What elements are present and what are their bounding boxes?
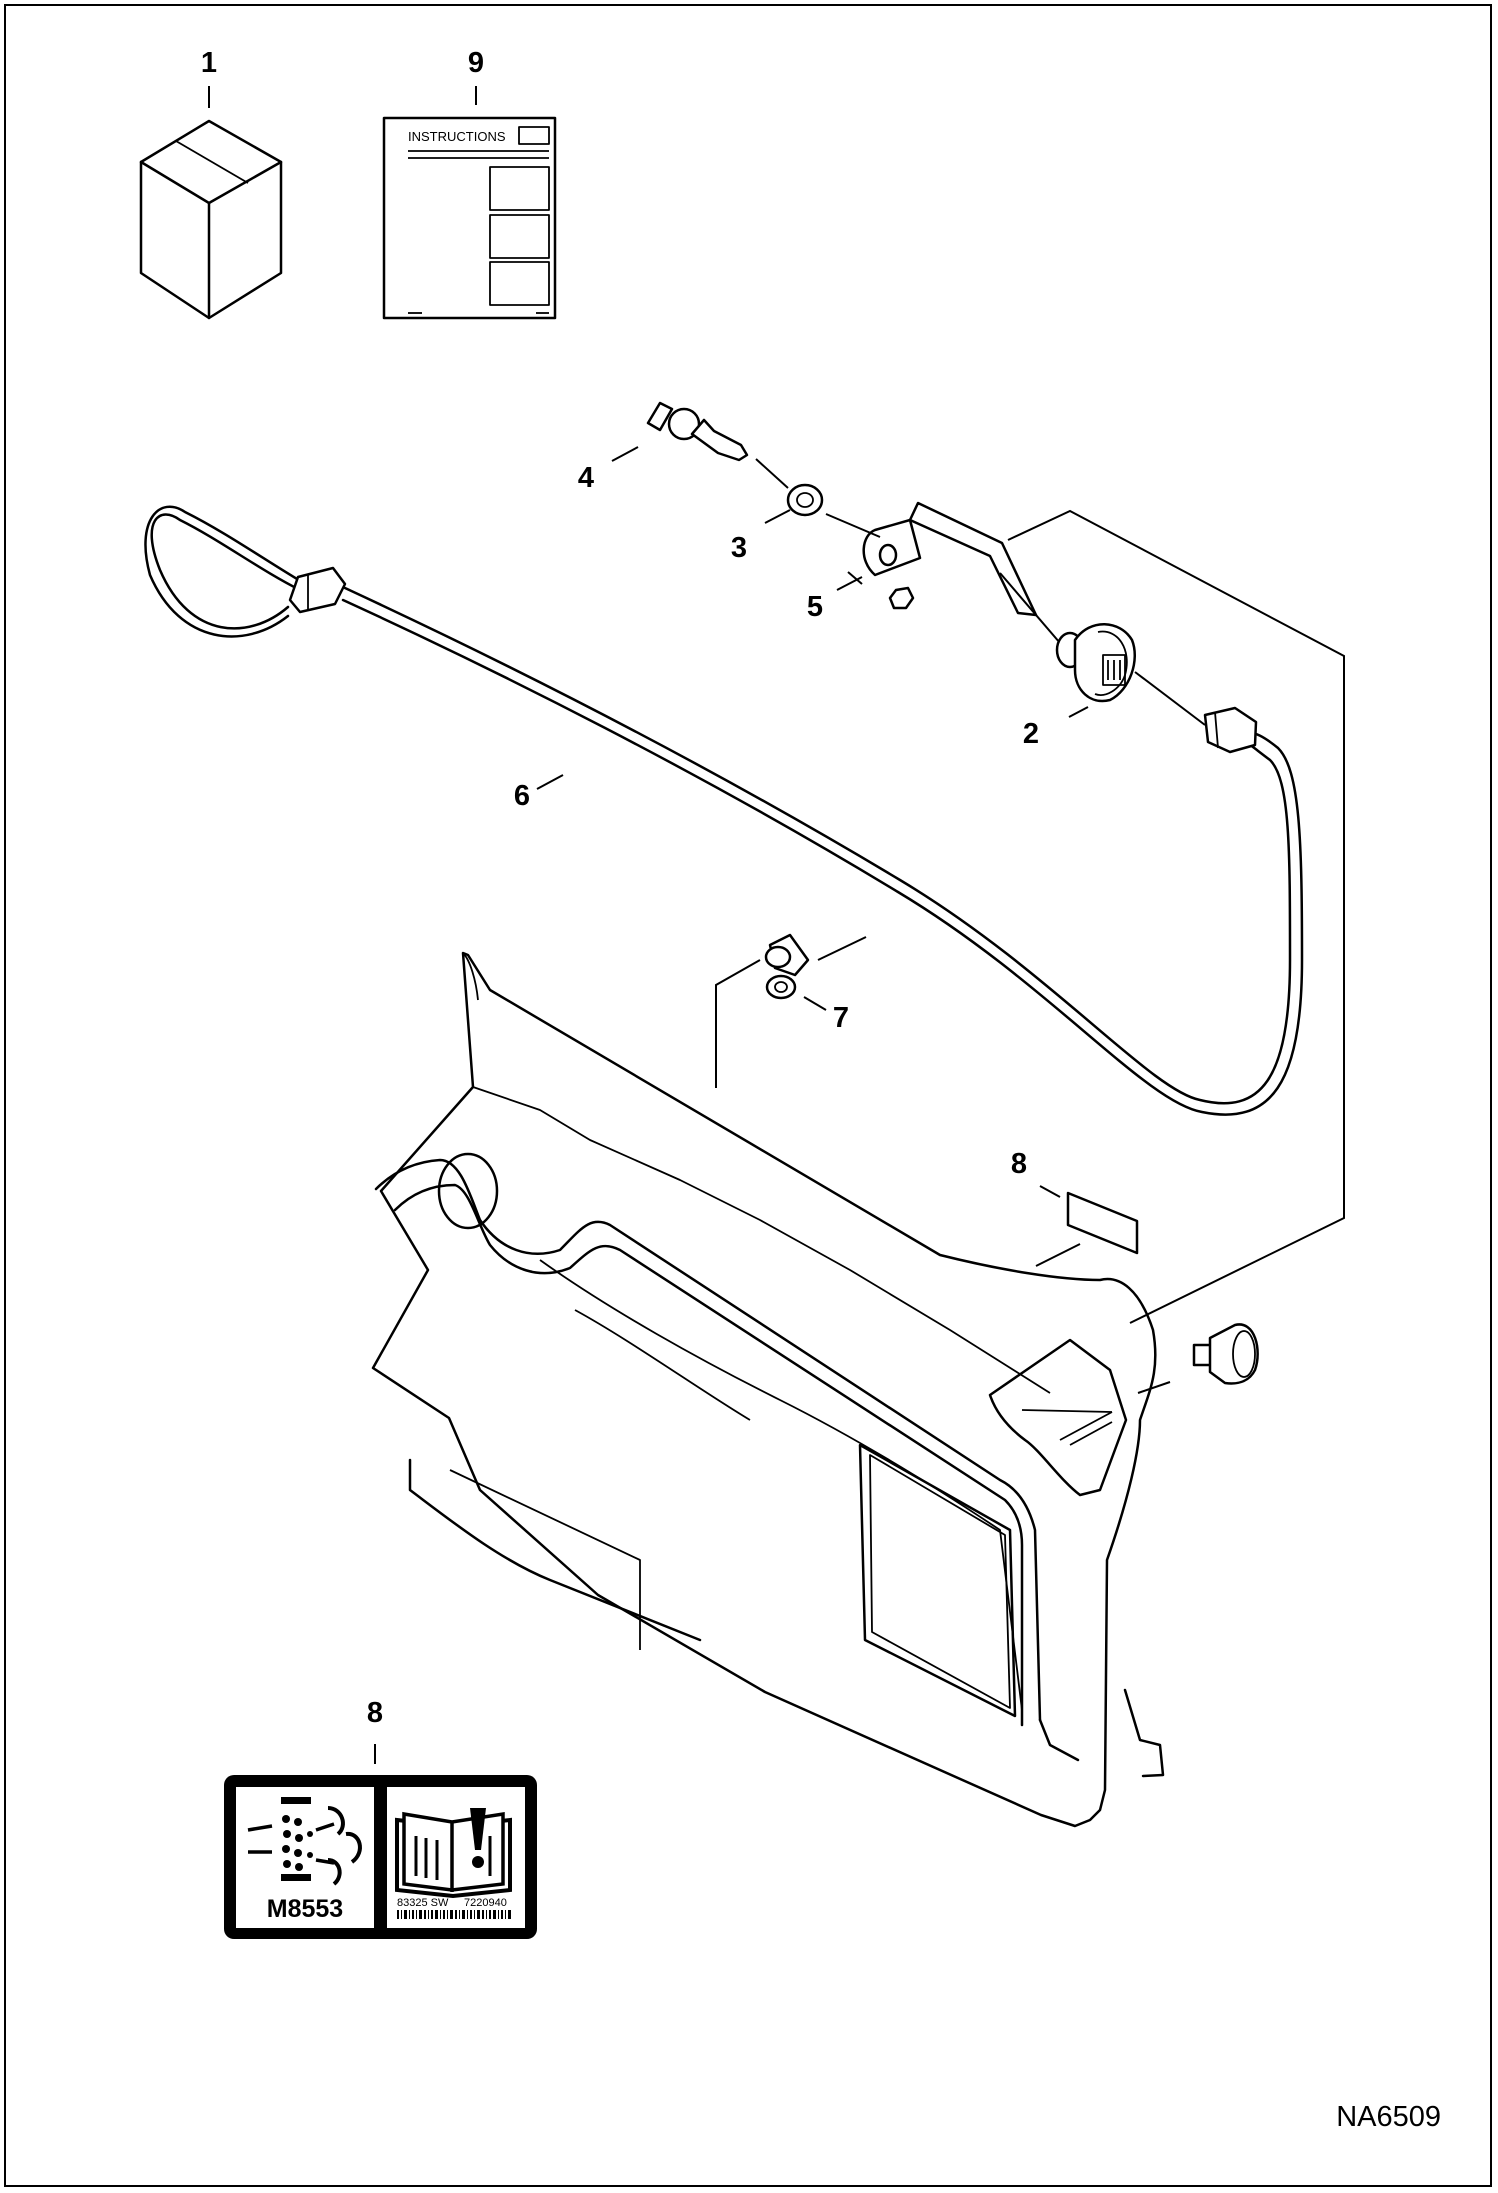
leader-6 [536, 774, 564, 790]
nut-icon [786, 483, 824, 517]
axis-harness [1134, 671, 1206, 726]
door-panel-icon [371, 951, 1165, 1828]
bumper-icon [1137, 1323, 1259, 1394]
callout-3: 3 [731, 532, 747, 564]
axis-7b [715, 959, 761, 1088]
axis-bumper [1137, 1381, 1171, 1394]
callout-7: 7 [833, 1002, 849, 1034]
manual-title: INSTRUCTIONS [408, 129, 506, 144]
leader-5 [836, 576, 863, 591]
wire-harness-icon [144, 505, 1304, 1116]
read-manual-warning-icon: 83325 SW 7220940 [395, 1808, 512, 1919]
axis-2 [999, 572, 1061, 644]
leader-7 [803, 996, 827, 1011]
axis-7a [817, 936, 867, 961]
clip-icon [764, 933, 810, 1000]
key-icon [646, 401, 749, 462]
callout-8-top: 8 [1011, 1148, 1027, 1180]
instructions-manual-icon: INSTRUCTIONS [382, 116, 557, 320]
callout-8-bottom: 8 [367, 1697, 383, 1729]
callout-1: 1 [201, 47, 217, 79]
axis-5a [825, 513, 881, 538]
box-kit-icon [139, 119, 283, 320]
callout-4: 4 [578, 462, 594, 494]
leader-8-top [1039, 1185, 1061, 1198]
leader-4 [611, 446, 639, 462]
callout-6: 6 [514, 780, 530, 812]
callout-5: 5 [807, 591, 823, 623]
axis-3a [755, 458, 789, 489]
switch-icon [999, 572, 1137, 703]
decal-part-left: 83325 SW [397, 1897, 449, 1909]
decal-part-right: 7220940 [464, 1897, 507, 1909]
bracket-icon [862, 501, 1038, 617]
assembly-outline [1007, 509, 1345, 1324]
figure-code: NA6509 [1336, 2101, 1441, 2133]
leader-2 [1068, 706, 1089, 718]
callout-2: 2 [1023, 718, 1039, 750]
decal-placement-icon [1066, 1191, 1139, 1255]
decal-code: M8553 [267, 1895, 343, 1923]
leader-3 [764, 509, 791, 524]
barcode-icon [397, 1910, 511, 1919]
callout-9: 9 [468, 47, 484, 79]
axis-8 [1035, 1243, 1081, 1267]
axis-5b [847, 571, 863, 585]
warning-decal: M8553 83325 SW 7220940 [224, 1775, 537, 1939]
spray-warning-icon: M8553 [247, 1797, 362, 1923]
